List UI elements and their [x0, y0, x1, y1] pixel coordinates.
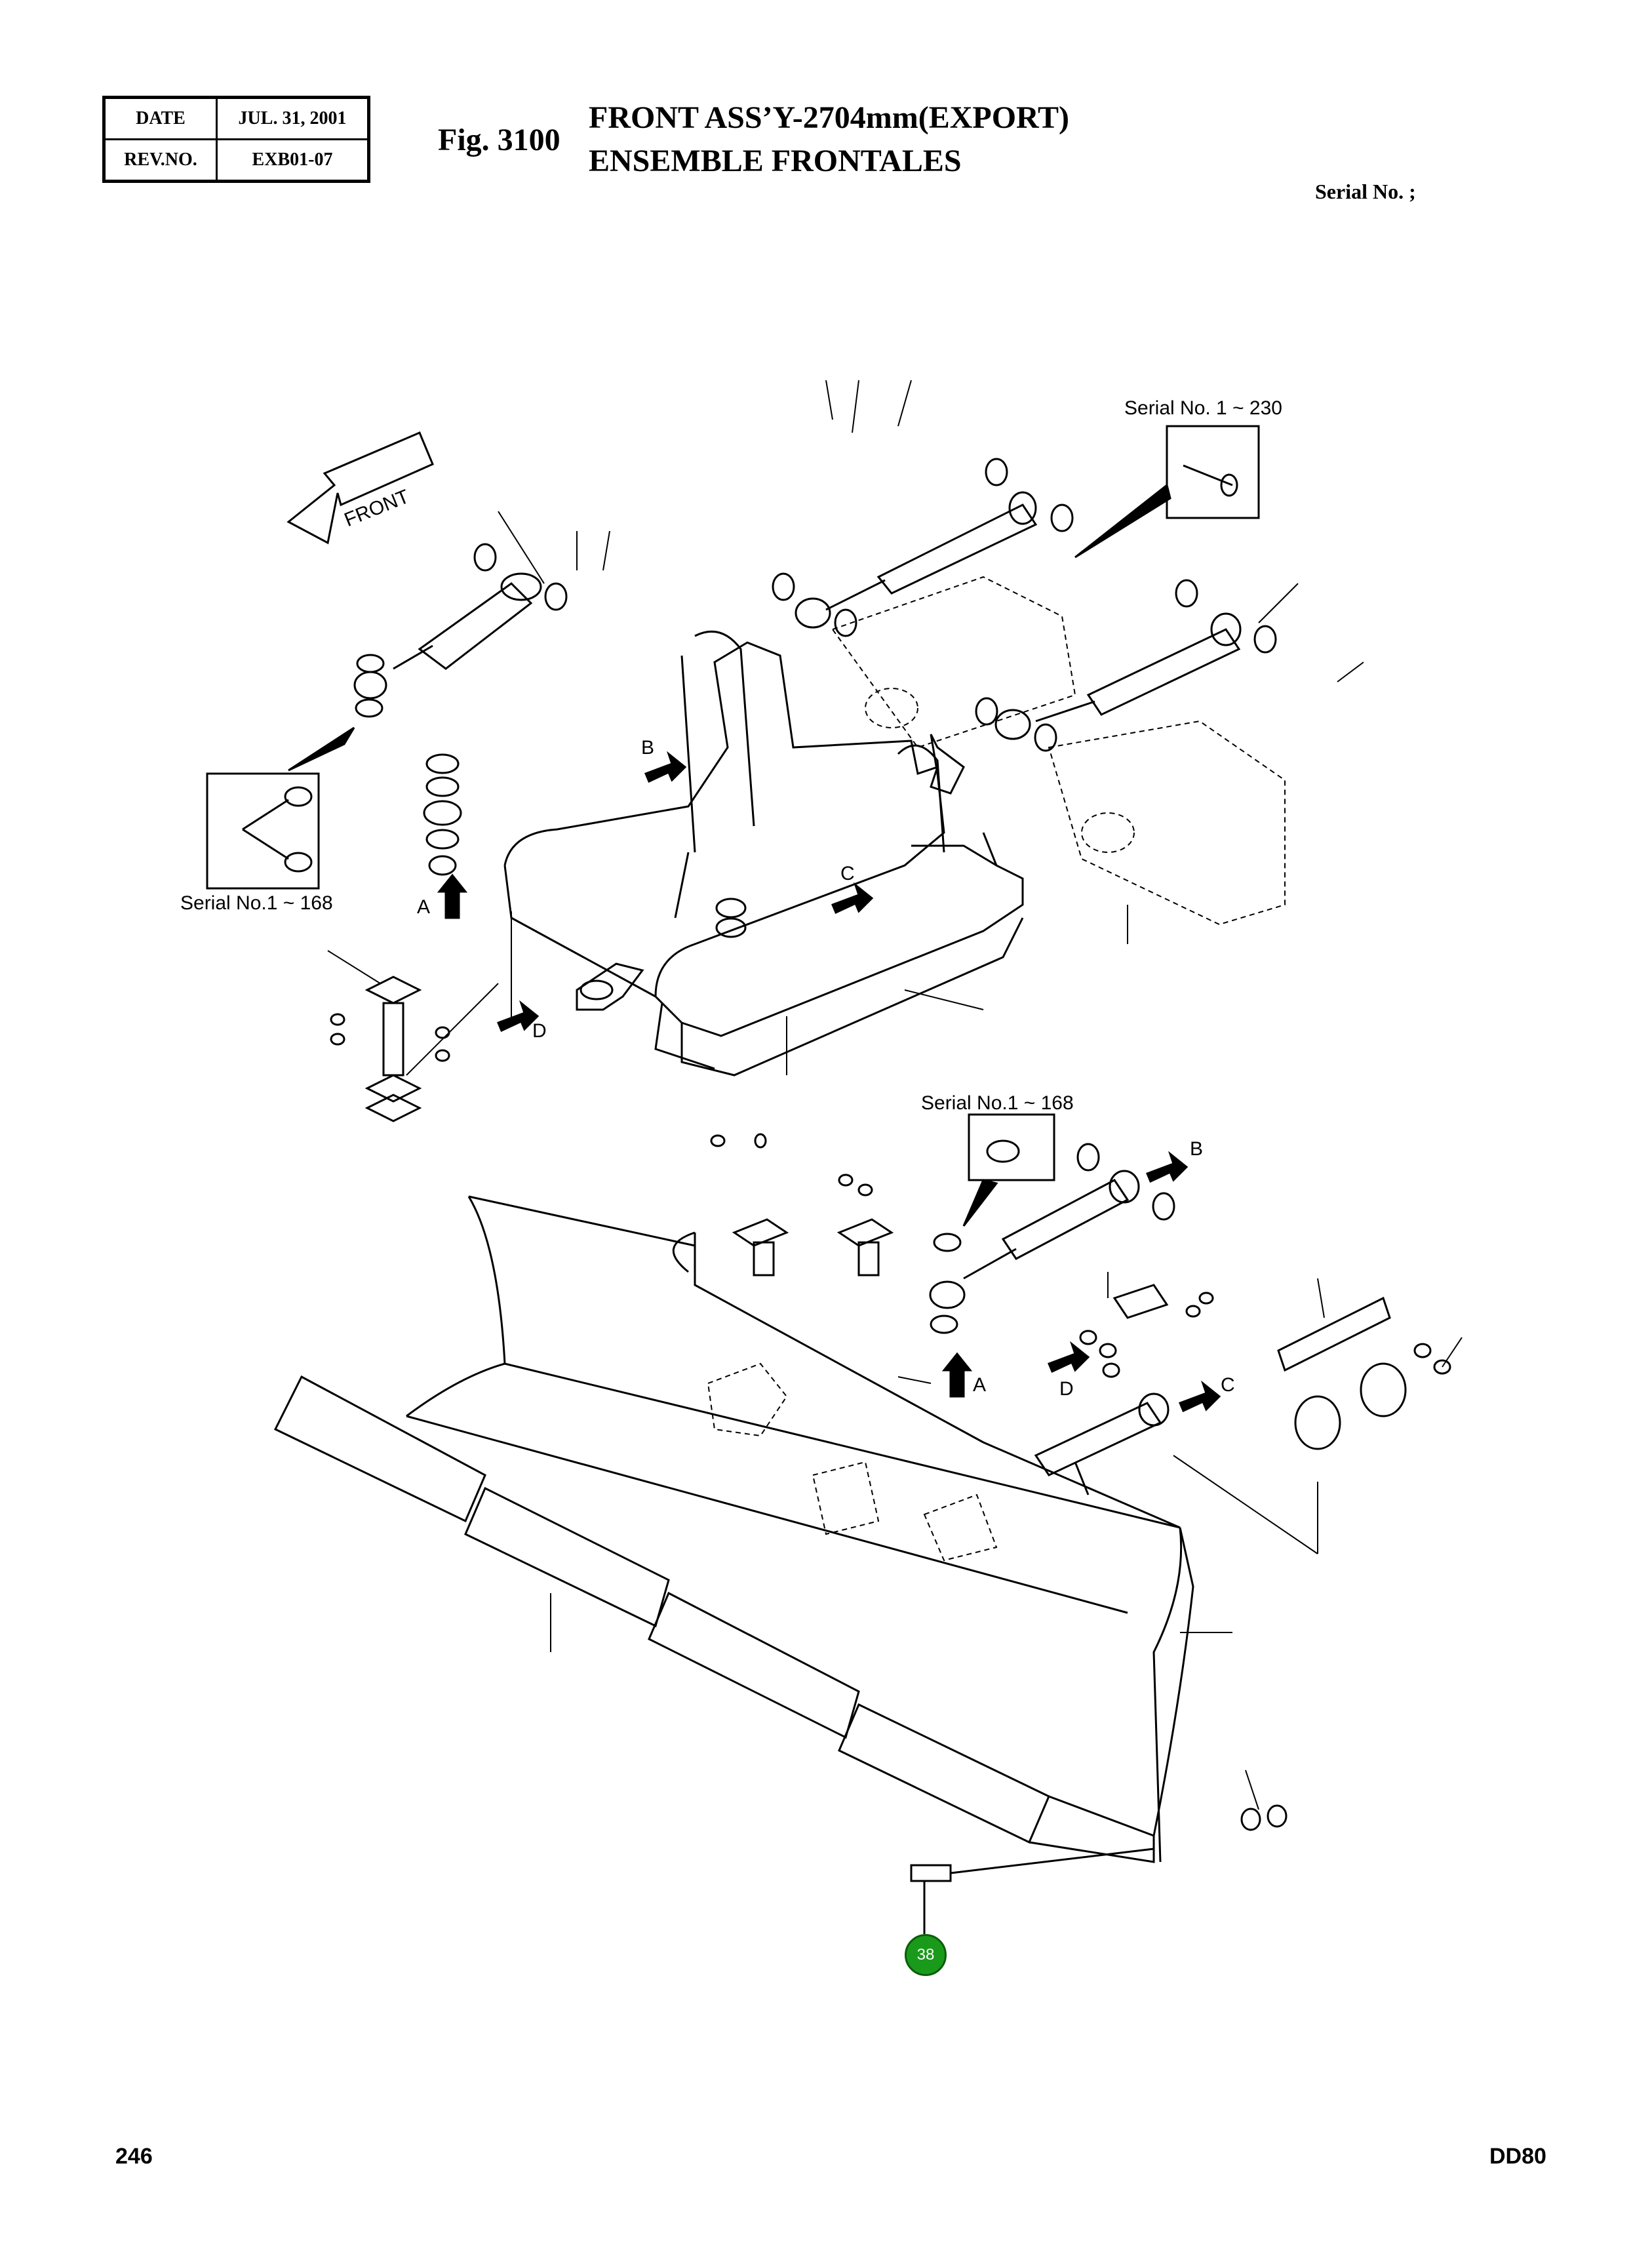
date-label: DATE [103, 96, 218, 140]
cutting-edges [273, 1375, 1155, 1863]
page-number: 246 [115, 2144, 153, 2169]
pin-stack-left [423, 753, 747, 938]
serial-note-1-230: Serial No. 1 ~ 230 [1124, 397, 1282, 419]
king-pin-assembly [330, 976, 450, 1122]
date-value: JUL. 31, 2001 [216, 96, 370, 140]
blade-brackets-outline [707, 1362, 998, 1562]
view-arrows [437, 751, 1221, 1413]
hydraulic-cylinder-top [772, 458, 1074, 637]
serial-note-mid-1-168: Serial No.1 ~ 168 [921, 1092, 1074, 1114]
serial-number-label: Serial No. ; [1315, 180, 1416, 203]
view-marker-c-lower: C [1221, 1374, 1235, 1396]
view-marker-d-lower: D [1059, 1378, 1074, 1400]
tractor-frame-outline [831, 576, 1286, 926]
hydraulic-cylinder-blade [929, 1143, 1175, 1334]
serial-note-left-1-168: Serial No.1 ~ 168 [180, 892, 333, 914]
view-marker-b-upper: B [641, 737, 654, 759]
figure-number: Fig. 3100 [438, 123, 560, 157]
rev-label: REV.NO. [103, 138, 218, 182]
view-marker-d-upper: D [532, 1020, 547, 1042]
revision-info-table: DATE JUL. 31, 2001 REV.NO. EXB01-07 [102, 96, 370, 183]
view-marker-a-lower: A [973, 1374, 986, 1396]
rev-value: EXB01-07 [216, 138, 370, 182]
view-marker-b-lower: B [1190, 1138, 1203, 1160]
serial-box-1-230: Serial No. 1 ~ 230 [1074, 397, 1282, 559]
page-subtitle: ENSEMBLE FRONTALES [589, 144, 962, 178]
part-callout-38[interactable]: 38 [905, 1934, 947, 1976]
leader-lines [327, 380, 1463, 1810]
hydraulic-cylinder-lower [1034, 1393, 1170, 1495]
view-marker-c-upper: C [840, 863, 855, 884]
model-code: DD80 [1489, 2144, 1546, 2169]
push-frame [503, 630, 1024, 1077]
view-arrow-labels: B C A D A B C D [417, 737, 1235, 1400]
page-title: FRONT ASS’Y-2704mm(EXPORT) [589, 100, 1070, 135]
front-direction-arrow: FRONT [286, 431, 434, 545]
hydraulic-cylinder-left [353, 543, 568, 718]
blade-pivot-pins [710, 1133, 894, 1276]
serial-box-left-1-168: Serial No.1 ~ 168 [180, 726, 355, 914]
small-bracket-parts [1079, 1284, 1214, 1378]
serial-box-mid-1-168: Serial No.1 ~ 168 [921, 1092, 1074, 1227]
bolt-and-nut-38 [910, 1804, 1288, 1934]
view-marker-a-upper: A [417, 896, 430, 918]
hydraulic-cylinder-right [975, 579, 1277, 752]
hose-clamps [1277, 1296, 1451, 1450]
dozer-blade [406, 1195, 1194, 1863]
